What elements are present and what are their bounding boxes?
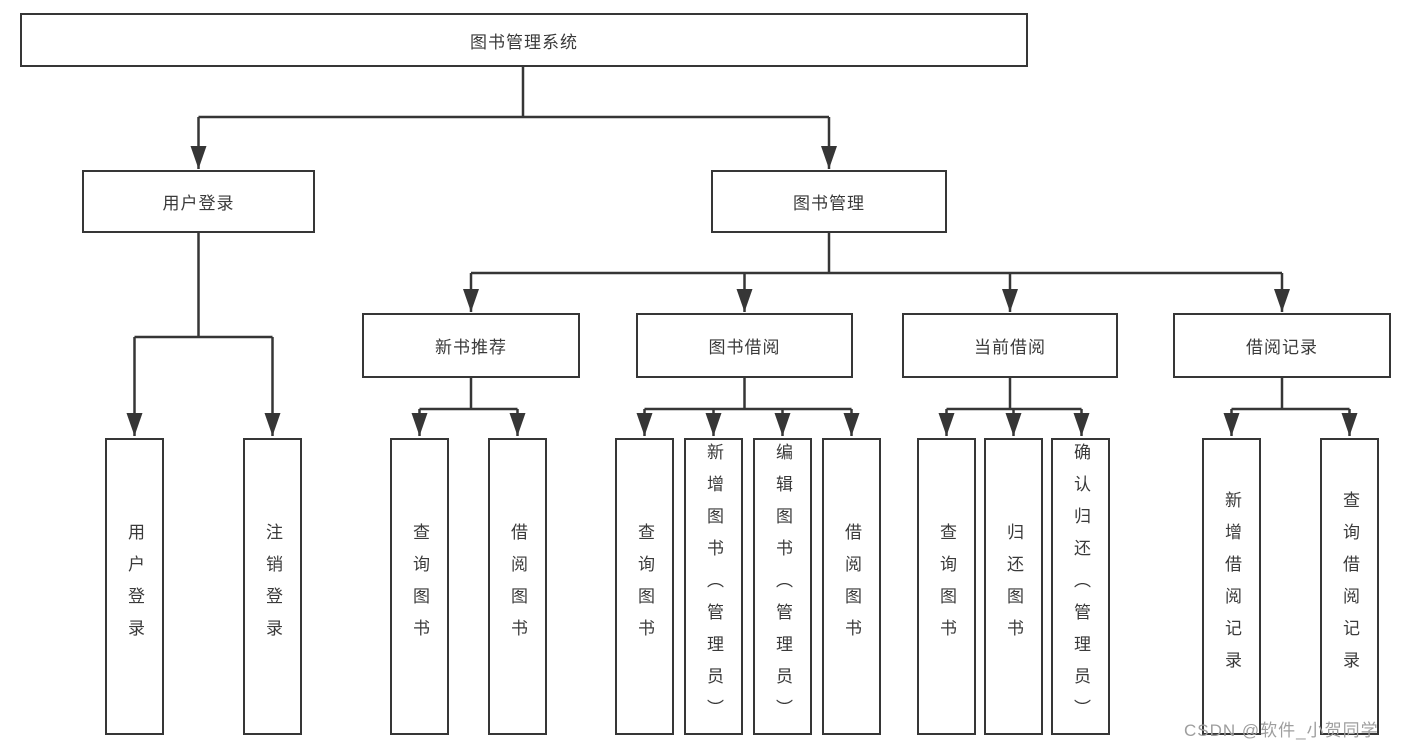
node-label: 借阅记录 bbox=[1246, 338, 1318, 357]
node-library-management-system: 图书管理系统 bbox=[20, 13, 1028, 67]
node-new-book-recommendation: 新书推荐 bbox=[362, 313, 580, 378]
node-label: 新增借阅记录 bbox=[1222, 490, 1241, 683]
node-edit-book-admin: 编辑图书（管理员） bbox=[753, 438, 812, 735]
node-add-book-admin: 新增图书（管理员） bbox=[684, 438, 743, 735]
node-label: 查询借阅记录 bbox=[1340, 490, 1359, 683]
csdn-watermark: CSDN @软件_小贺同学 bbox=[1184, 721, 1379, 740]
node-label: 查询图书 bbox=[937, 522, 956, 651]
node-label: 当前借阅 bbox=[974, 338, 1046, 357]
node-label: 用户登录 bbox=[162, 194, 235, 213]
node-label: 借阅图书 bbox=[842, 522, 861, 651]
node-label: 借阅图书 bbox=[508, 522, 527, 651]
node-book-borrowing: 图书借阅 bbox=[636, 313, 853, 378]
node-user-login-action: 用户登录 bbox=[105, 438, 164, 735]
node-logout-action: 注销登录 bbox=[243, 438, 302, 735]
node-borrow-books-recommend: 借阅图书 bbox=[488, 438, 547, 735]
node-borrow-books-borrowing: 借阅图书 bbox=[822, 438, 881, 735]
tree-trunk-lines bbox=[134, 67, 1350, 411]
node-query-books-current: 查询图书 bbox=[917, 438, 976, 735]
node-label: 注销登录 bbox=[263, 522, 282, 651]
node-label: 编辑图书（管理员） bbox=[773, 442, 792, 731]
node-query-books-borrowing: 查询图书 bbox=[615, 438, 674, 735]
node-current-borrowing: 当前借阅 bbox=[902, 313, 1118, 378]
node-query-books-recommend: 查询图书 bbox=[390, 438, 449, 735]
node-borrowing-records: 借阅记录 bbox=[1173, 313, 1391, 378]
node-label: 确认归还（管理员） bbox=[1071, 442, 1090, 731]
node-return-books: 归还图书 bbox=[984, 438, 1043, 735]
node-confirm-return-admin: 确认归还（管理员） bbox=[1051, 438, 1110, 735]
node-book-management: 图书管理 bbox=[711, 170, 947, 233]
tree-arrow-stems bbox=[126, 117, 1358, 436]
node-label: 图书借阅 bbox=[708, 338, 781, 357]
node-label: 查询图书 bbox=[635, 522, 654, 651]
node-label: 图书管理系统 bbox=[470, 32, 578, 52]
node-add-borrow-record: 新增借阅记录 bbox=[1202, 438, 1261, 735]
node-label: 查询图书 bbox=[410, 522, 429, 651]
node-label: 图书管理 bbox=[793, 194, 865, 213]
node-label: 用户登录 bbox=[125, 522, 144, 651]
node-label: 新增图书（管理员） bbox=[704, 442, 723, 731]
node-label: 新书推荐 bbox=[435, 338, 507, 357]
node-label: 归还图书 bbox=[1004, 522, 1023, 651]
node-query-borrow-record: 查询借阅记录 bbox=[1320, 438, 1379, 735]
node-user-login: 用户登录 bbox=[82, 170, 315, 233]
